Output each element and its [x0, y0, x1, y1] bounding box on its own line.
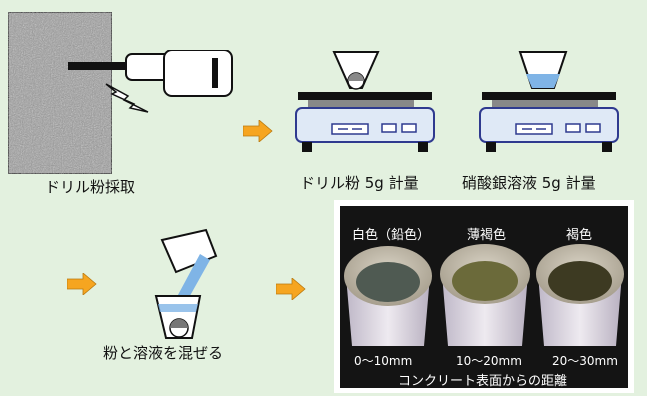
cup-distance-label: 10～20mm — [456, 354, 522, 368]
cup-color-label: 白色（鉛色） — [352, 228, 431, 243]
cup-distance-label: 0～10mm — [354, 354, 413, 368]
photo-caption: コンクリート表面からの距離 — [398, 374, 568, 389]
step-label-weigh-powder: ドリル粉 5g 計量 — [300, 174, 419, 192]
scale-icon — [295, 51, 435, 152]
arrow-right-icon — [276, 278, 306, 300]
arrow-right-icon — [67, 273, 97, 295]
beaker-icon — [518, 51, 568, 89]
funnel-icon — [332, 51, 380, 90]
arrow-right-icon — [243, 120, 273, 142]
drill-icon — [68, 50, 233, 97]
cup-distance-label: 20～30mm — [552, 354, 618, 368]
beaker-icon — [154, 228, 218, 339]
photo-cups: 白色（鉛色） 薄褐色 褐色 0～10mm 10～20mm 20～30mm コンク… — [340, 206, 628, 389]
step-label-weigh-solution: 硝酸銀溶液 5g 計量 — [462, 174, 596, 192]
cup-color-label: 褐色 — [566, 228, 593, 243]
photo-panel: 白色（鉛色） 薄褐色 褐色 0～10mm 10～20mm 20～30mm コンク… — [334, 200, 634, 393]
spark-icon — [105, 83, 149, 113]
concrete-block-icon — [8, 12, 112, 174]
step-label-mix: 粉と溶液を混ぜる — [103, 344, 224, 362]
step-label-drill: ドリル粉採取 — [45, 178, 136, 196]
scale-icon — [479, 51, 619, 152]
cup-color-label: 薄褐色 — [467, 228, 507, 243]
